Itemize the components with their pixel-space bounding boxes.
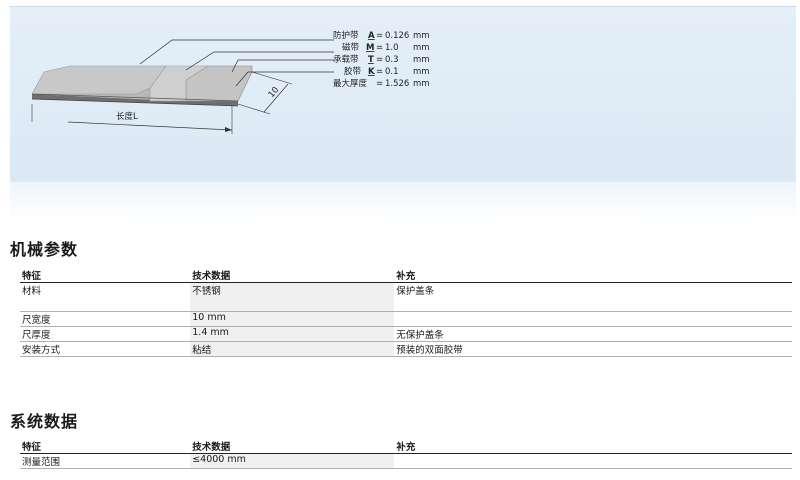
system-section-title: 系统数据 <box>10 412 79 431</box>
spec-row-max: 最大厚度 = 1.526 mm <box>333 78 430 89</box>
leader-A <box>139 39 334 65</box>
spec-key: T <box>368 55 374 65</box>
spec-unit: mm <box>413 79 430 89</box>
cell-tech-data: 粘结 <box>190 341 395 357</box>
spec-value: 0.126 <box>385 31 409 41</box>
cell-feature: 尺宽度 <box>20 311 191 327</box>
width-label: 10 <box>267 85 282 100</box>
svg-text:=: = <box>376 67 383 77</box>
spec-row-A: 防护带 A = 0.126 mm <box>333 30 430 41</box>
spec-unit: mm <box>413 43 430 53</box>
header-feature: 特征 <box>20 439 191 454</box>
header-supplement: 补充 <box>394 268 792 283</box>
cell-tech-data: 10 mm <box>190 311 395 327</box>
cell-tech-data: ≤4000 mm <box>190 453 395 469</box>
spec-value: 0.1 <box>385 67 399 77</box>
table-row: 尺厚度 1.4 mm 无保护盖条 <box>20 326 792 342</box>
mechanical-table: 特征 技术数据 补充 材料 不锈钢 保护盖条 尺宽度 10 mm 尺厚度 1.4… <box>20 268 792 357</box>
spec-unit: mm <box>413 67 430 77</box>
spec-key: A <box>368 31 375 41</box>
svg-text:=: = <box>376 79 383 89</box>
table-row: 材料 不锈钢 保护盖条 <box>20 282 792 312</box>
table-row: 测量范围 ≤4000 mm <box>20 453 792 469</box>
cell-feature: 安装方式 <box>20 341 191 357</box>
mechanical-section-title: 机械参数 <box>10 240 79 259</box>
table-header-row: 特征 技术数据 补充 <box>20 268 792 283</box>
panel-fade <box>10 182 796 222</box>
spec-unit: mm <box>413 55 430 65</box>
cell-supplement: 保护盖条 <box>394 282 792 312</box>
spec-name: 磁带 <box>342 42 360 53</box>
svg-text:=: = <box>376 43 383 53</box>
svg-text:=: = <box>376 55 383 65</box>
spec-value: 0.3 <box>385 55 399 65</box>
header-tech-data: 技术数据 <box>190 268 395 283</box>
spec-row-K: 胶带 K = 0.1 mm <box>344 66 430 77</box>
cell-supplement <box>394 311 792 327</box>
leader-K <box>235 71 334 87</box>
spec-name: 承载带 <box>333 54 359 65</box>
table-row: 尺宽度 10 mm <box>20 311 792 327</box>
system-table: 特征 技术数据 补充 测量范围 ≤4000 mm <box>20 439 792 469</box>
length-label: 长度L <box>116 111 138 122</box>
spec-name: 胶带 <box>344 66 362 77</box>
cell-tech-data: 不锈钢 <box>190 282 395 312</box>
header-supplement: 补充 <box>394 439 792 454</box>
cell-supplement: 无保护盖条 <box>394 326 792 342</box>
leader-M <box>185 51 334 71</box>
spec-value: 1.526 <box>385 79 409 89</box>
cell-feature: 材料 <box>20 282 191 312</box>
spec-row-T: 承载带 T = 0.3 mm <box>333 54 430 65</box>
tape-base-side <box>32 94 238 106</box>
cell-feature: 尺厚度 <box>20 326 191 342</box>
cover-layer <box>31 65 167 95</box>
cell-supplement <box>394 453 792 469</box>
cell-feature: 测量范围 <box>20 453 191 469</box>
spec-unit: mm <box>413 31 430 41</box>
table-header-row: 特征 技术数据 补充 <box>20 439 792 454</box>
spec-key: M <box>366 43 374 53</box>
spec-key: K <box>368 67 375 77</box>
tape-diagram: 长度L 10 防护带 A = 0.126 mm 磁带 M = 1.0 mm 承载… <box>31 30 430 134</box>
cell-supplement: 预装的双面胶带 <box>394 341 792 357</box>
header-feature: 特征 <box>20 268 191 283</box>
svg-text:=: = <box>376 31 383 41</box>
spec-name: 最大厚度 <box>333 78 368 89</box>
leader-T <box>231 59 334 73</box>
spec-name: 防护带 <box>333 30 359 41</box>
table-row: 安装方式 粘结 预装的双面胶带 <box>20 341 792 357</box>
spec-row-M: 磁带 M = 1.0 mm <box>342 42 430 53</box>
cell-tech-data: 1.4 mm <box>190 326 395 342</box>
header-tech-data: 技术数据 <box>190 439 395 454</box>
spec-value: 1.0 <box>385 43 399 53</box>
